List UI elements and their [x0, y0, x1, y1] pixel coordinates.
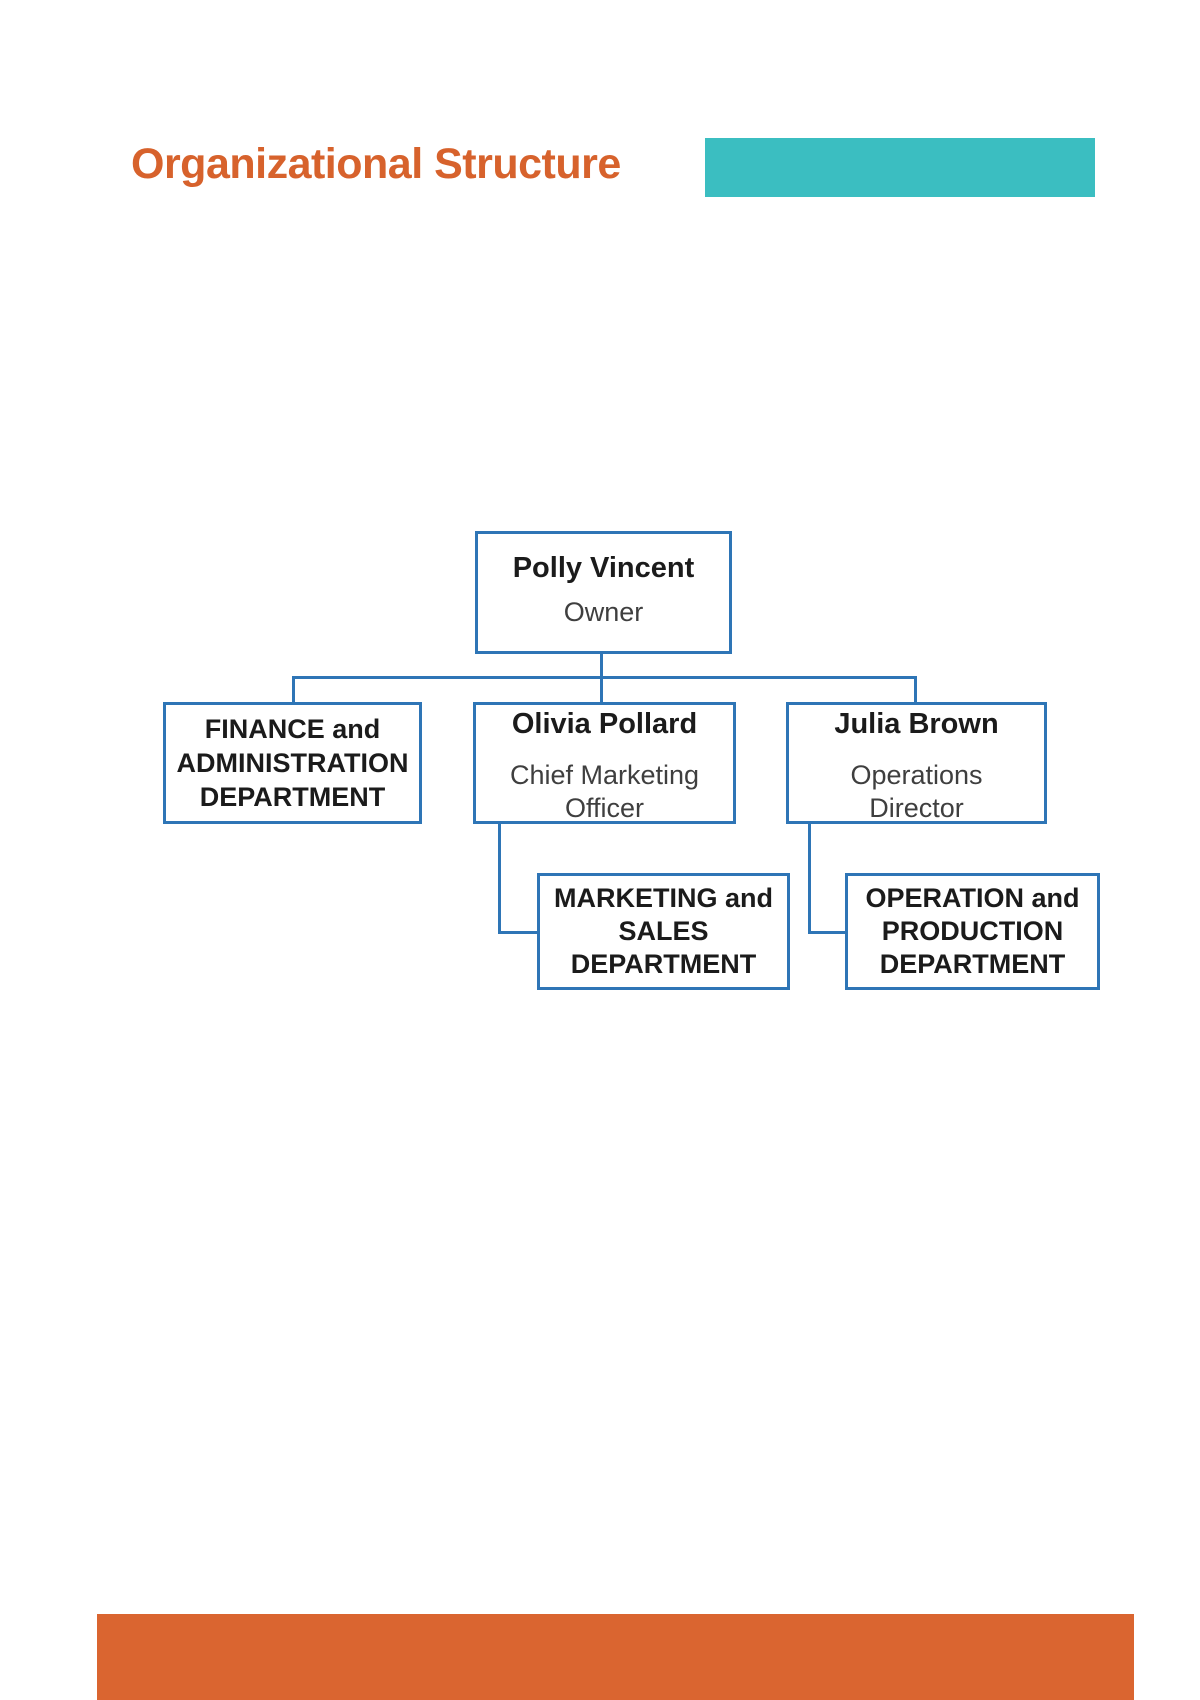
connector-drop-olivia: [600, 676, 603, 704]
org-node-marketing-line: SALES: [618, 916, 709, 946]
footer-accent-bar: [97, 1614, 1134, 1700]
org-node-operations-director-name: Julia Brown: [834, 708, 999, 740]
org-node-cmo-role: Chief Marketing: [509, 760, 700, 790]
org-node-operation-line: DEPARTMENT: [879, 949, 1066, 979]
connector-horizontal-main: [292, 676, 917, 679]
org-node-owner: Polly Vincent Owner: [475, 531, 732, 654]
page-title: Organizational Structure: [131, 140, 621, 188]
connector-olivia-elbow-horizontal: [498, 931, 539, 934]
org-node-operations-director-role: Director: [869, 793, 964, 823]
connector-olivia-elbow-vertical: [498, 824, 501, 934]
org-node-marketing-line: DEPARTMENT: [570, 949, 757, 979]
connector-drop-julia: [914, 676, 917, 704]
org-node-owner-name: Polly Vincent: [512, 552, 695, 584]
org-node-finance-line: FINANCE and: [204, 714, 381, 744]
org-node-operation-line: PRODUCTION: [881, 916, 1064, 946]
org-node-cmo-role: Officer: [564, 793, 645, 823]
org-node-finance-line: DEPARTMENT: [199, 782, 386, 812]
org-node-marketing-line: MARKETING and: [554, 883, 773, 913]
org-node-operations-director: Julia Brown Operations Director: [786, 702, 1047, 824]
org-node-finance-department: FINANCE and ADMINISTRATION DEPARTMENT: [163, 702, 422, 824]
title-accent-bar: [705, 138, 1095, 197]
org-node-operations-director-role: Operations: [850, 760, 983, 790]
connector-julia-elbow-horizontal: [808, 931, 847, 934]
org-node-cmo-name: Olivia Pollard: [511, 708, 698, 740]
connector-root-stub: [600, 654, 603, 678]
connector-drop-finance: [292, 676, 295, 704]
org-node-operation-department: OPERATION and PRODUCTION DEPARTMENT: [845, 873, 1100, 990]
org-node-cmo: Olivia Pollard Chief Marketing Officer: [473, 702, 736, 824]
org-node-owner-role: Owner: [563, 597, 644, 627]
org-node-marketing-department: MARKETING and SALES DEPARTMENT: [537, 873, 790, 990]
connector-julia-elbow-vertical: [808, 824, 811, 934]
org-node-operation-line: OPERATION and: [865, 883, 1080, 913]
org-node-finance-line: ADMINISTRATION: [176, 748, 409, 778]
